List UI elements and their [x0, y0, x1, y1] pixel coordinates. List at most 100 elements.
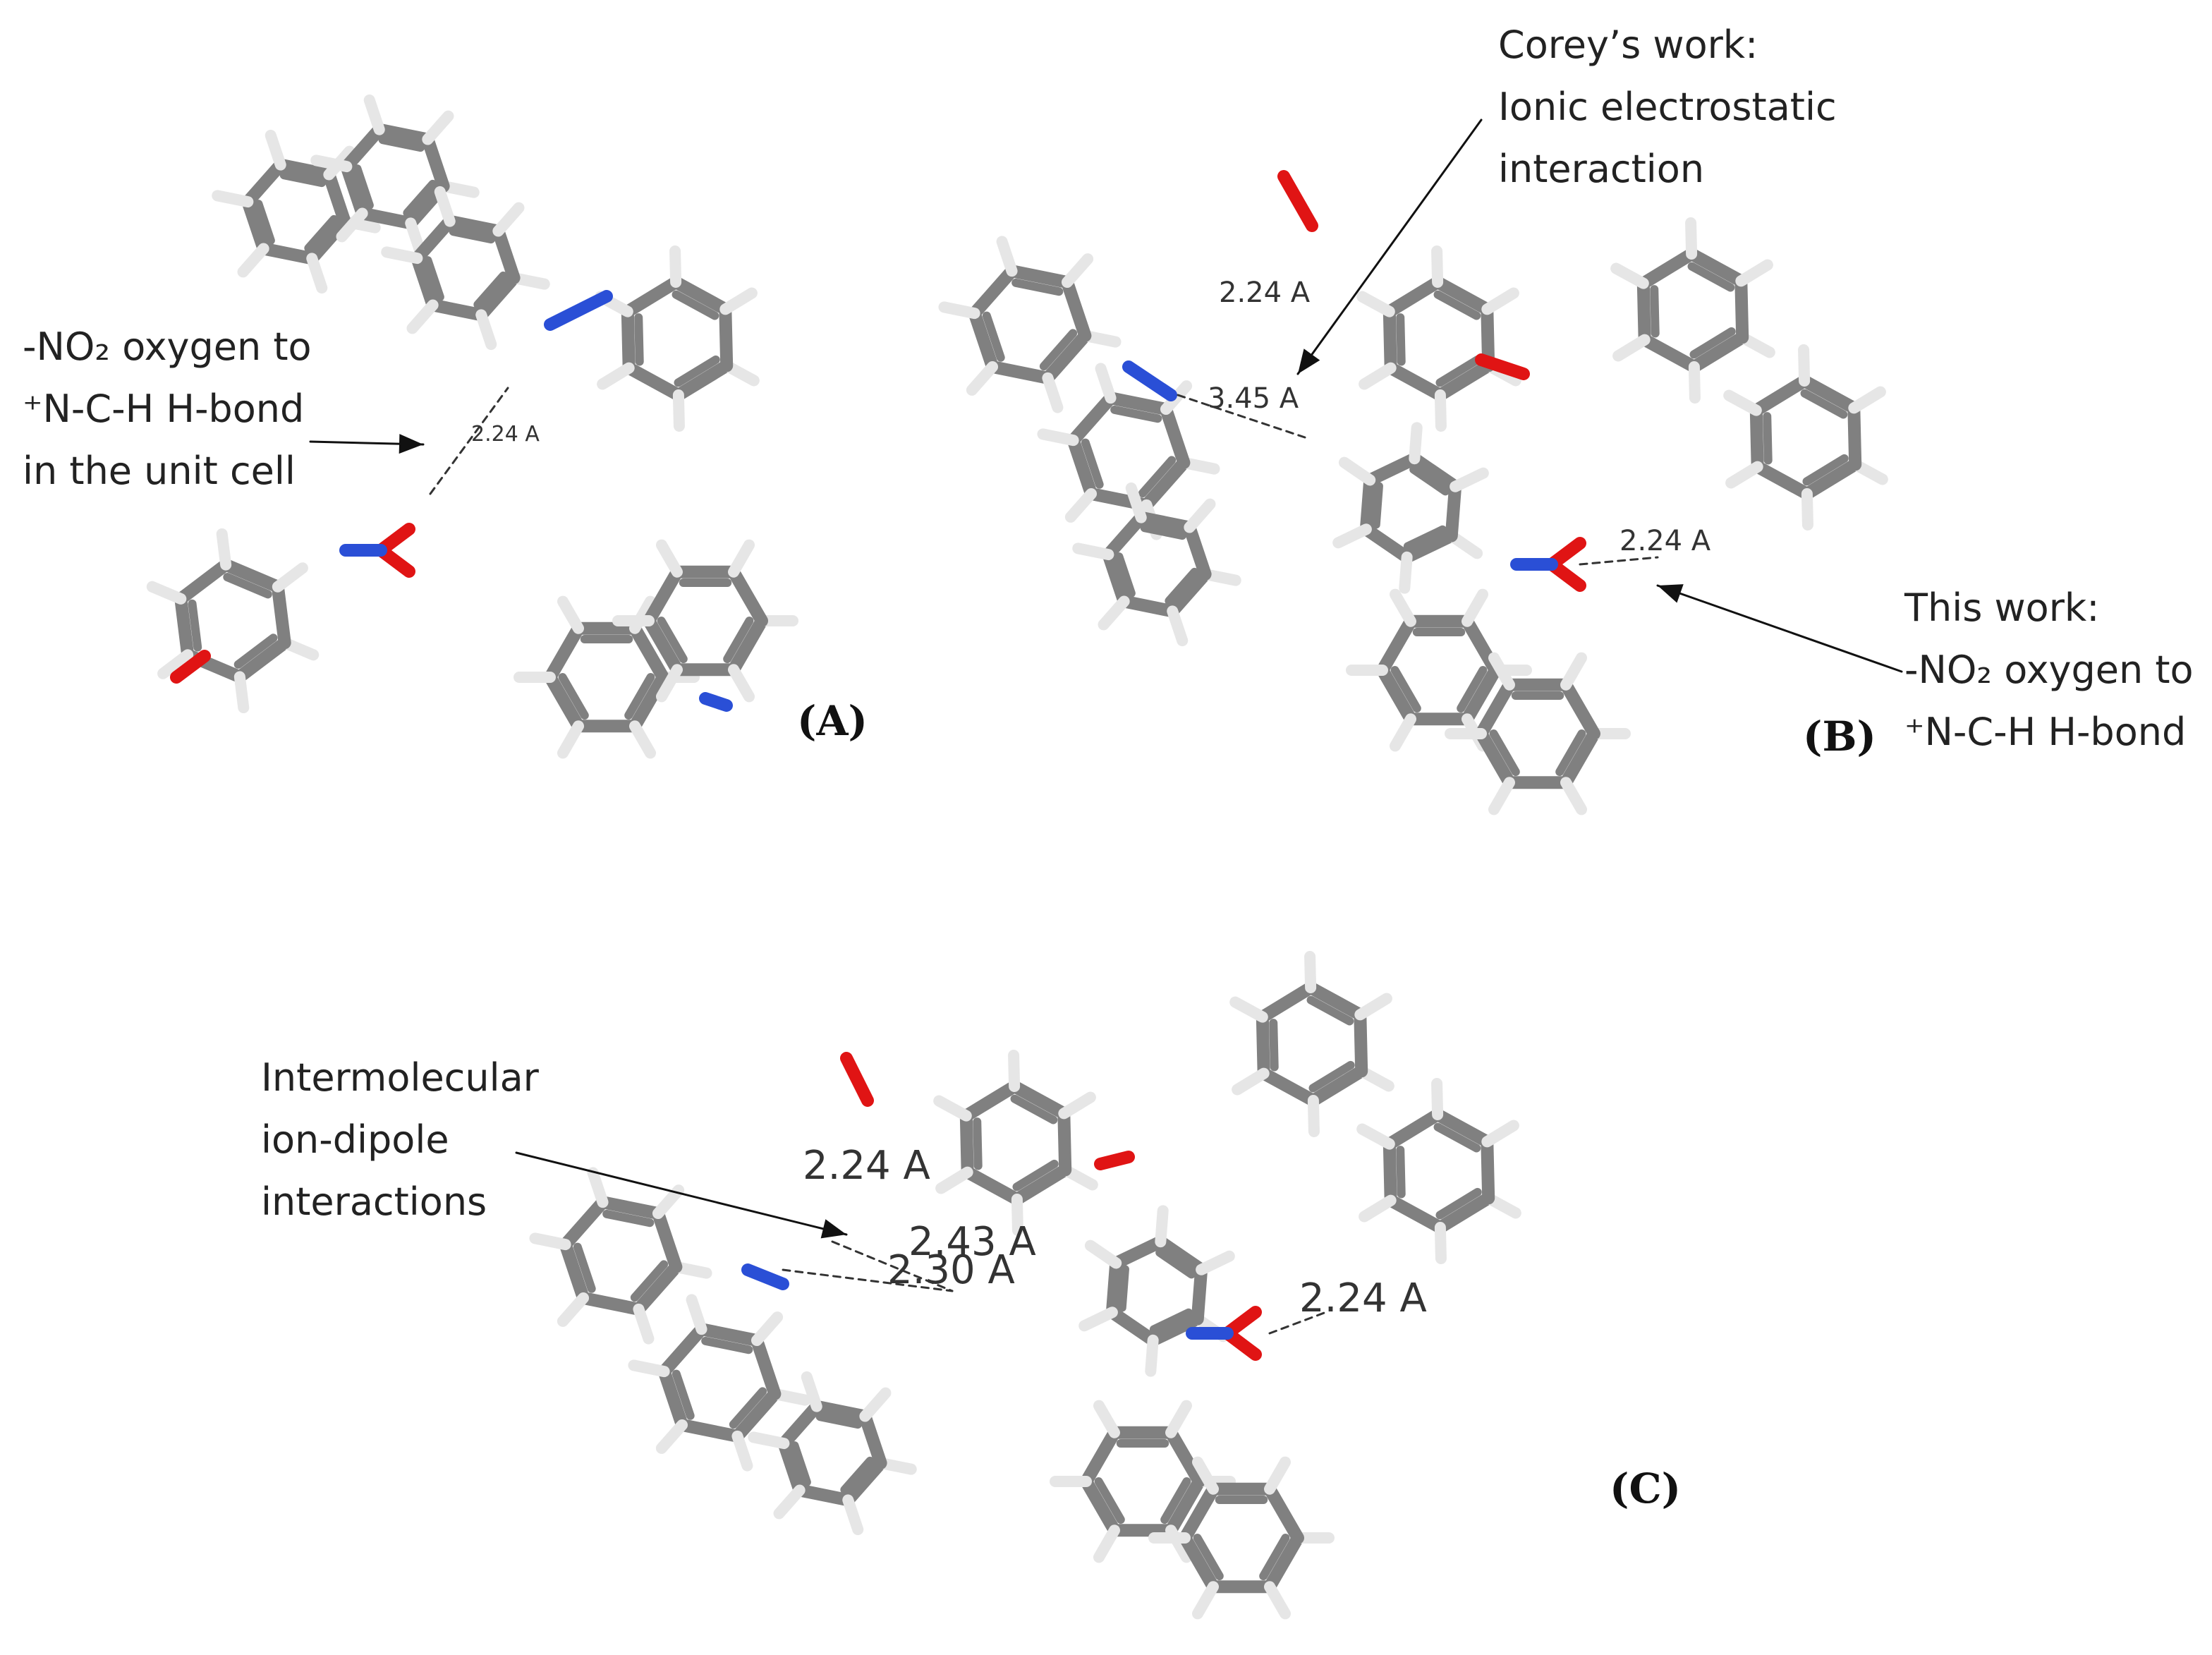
c-ring-6-aromatic	[1435, 1187, 1482, 1220]
a-ring-5-bond	[628, 622, 669, 684]
b-ring-1-bond	[968, 265, 1019, 320]
b-ring-8-bond	[1475, 727, 1516, 789]
b-ring-5-aromatic	[1650, 285, 1660, 338]
a-ring-5-h-bond	[557, 720, 584, 759]
annotation-this-work: This work: -NO₂ oxygen to ⁺N-C-H H-bond	[1904, 577, 2194, 763]
c-ring-7-h-bond	[1145, 1334, 1159, 1377]
c-ring-9-bond	[1263, 1532, 1304, 1594]
annotation-a-line-2: ⁺N-C-H H-bond	[23, 387, 305, 431]
a-ring-7-bond	[271, 580, 291, 650]
c-ring-2-bond	[695, 1323, 763, 1347]
b-ring-5-bond	[1734, 274, 1749, 344]
a-ring-4-bond	[622, 361, 685, 401]
annotation-a-line-3: in the unit cell	[23, 449, 296, 493]
c-ring-5-h-bond	[1354, 993, 1392, 1021]
c-ring-7-aromatic	[1149, 1308, 1193, 1334]
b-ring-4-bond	[1431, 276, 1494, 316]
b-ring-5-aromatic	[1687, 262, 1735, 292]
a-ring-3-aromatic	[473, 271, 508, 309]
a-quin-n	[699, 692, 733, 712]
b-ring-2-h-bond	[1064, 487, 1098, 523]
b-ring-8-h-bond	[1560, 777, 1587, 816]
b-ring-8-h-bond	[1488, 652, 1515, 691]
c-ring-7-bond	[1146, 1312, 1204, 1347]
c-ring-4-aromatic	[973, 1117, 983, 1170]
c-ring-1-h-bond	[529, 1232, 571, 1251]
c-ring-5-aromatic	[1306, 995, 1354, 1026]
b-ring-4-h-bond	[1356, 291, 1395, 317]
b-ring-2-h-bond	[1037, 428, 1079, 447]
b-ring-5-aromatic	[1689, 327, 1736, 359]
c-ring-2-h-bond	[731, 1430, 753, 1472]
c-ring-7-h-bond	[1155, 1205, 1169, 1248]
annotation-arrows	[309, 119, 1903, 1239]
c-ring-6-bond	[1382, 1137, 1397, 1207]
c-ring-2-h-bond	[686, 1294, 707, 1335]
b-ring-5-h-bond	[1610, 262, 1649, 289]
b-ring-1-bond	[1041, 329, 1092, 384]
arrow-this-work-head	[1658, 584, 1684, 603]
c-ring-7-aromatic	[1155, 1248, 1196, 1279]
c-ring-6-aromatic	[1433, 1122, 1481, 1153]
c-ring-8-bond	[1080, 1426, 1121, 1488]
b-ring-1-h-bond	[1061, 253, 1094, 289]
distance-label-b-ionic: 3.45 A	[1208, 382, 1299, 415]
c-ring-8-bond	[1165, 1426, 1205, 1488]
b-ring-3-aromatic	[1114, 552, 1136, 598]
annotation-ion-dipole: Intermolecular ion-dipole interactions	[261, 1047, 539, 1233]
a-ring-3-bond	[426, 298, 488, 322]
a-ring-4-bond	[621, 276, 683, 318]
c-ring-4-bond	[961, 1165, 1023, 1206]
b-ring-6-bond	[1847, 401, 1862, 471]
a-ring-7-h-bond	[146, 581, 187, 605]
b-ring-1-h-bond	[938, 301, 980, 320]
annotation-this-work-line-2: -NO₂ oxygen to	[1904, 648, 2194, 692]
a-ring-4-aromatic	[674, 355, 720, 387]
c-ring-7-bond	[1110, 1235, 1167, 1270]
carbon-bonds	[146, 94, 1888, 1620]
a-ring-4-bond	[672, 359, 734, 401]
b-oh-bond	[1475, 353, 1530, 380]
a-ring-2-h-bond	[422, 110, 454, 145]
b-ring-7-aromatic	[1390, 666, 1421, 713]
a-ring-2-h-bond	[363, 94, 385, 135]
b-ring-1-h-bond	[1042, 372, 1064, 413]
b-ring-9-aromatic	[1409, 465, 1450, 496]
c-hbond-dash	[1268, 1311, 1327, 1335]
b-ring-3-bond	[1183, 521, 1212, 581]
a-ring-6-bond	[643, 565, 683, 627]
c-ring-7-aromatic	[1117, 1265, 1129, 1312]
c-ion-dash-1	[831, 1240, 954, 1292]
c-ring-3-bond	[793, 1484, 855, 1507]
c-ring-7-bond	[1105, 1306, 1160, 1347]
b-ring-6-h-bond	[1725, 461, 1763, 489]
b-ring-2-aromatic	[1081, 438, 1104, 489]
b-ring-3-aromatic	[1140, 523, 1187, 540]
c-ring-4-bond	[1008, 1080, 1071, 1120]
a-ring-1-aromatic	[304, 214, 339, 253]
a-ring-3-bond	[411, 214, 456, 265]
b-ring-2-aromatic	[1110, 405, 1162, 423]
c-ring-9-h-bond	[1192, 1581, 1219, 1620]
a-ring-4-h-bond	[597, 362, 635, 390]
b-ring-7-h-bond	[1462, 588, 1488, 627]
a-ring-6-bond	[727, 565, 768, 627]
b-ring-9-h-bond	[1338, 456, 1376, 486]
distance-label-b-hbond: 2.24 A	[1620, 525, 1711, 557]
panel-label-a: (A)	[797, 697, 868, 745]
b-ring-3-bond	[1117, 595, 1179, 618]
a-ring-7-bond	[219, 558, 284, 593]
b-ring-7-bond	[1461, 664, 1502, 726]
b-ring-9-bond	[1408, 452, 1462, 493]
c-ion-dash-2	[782, 1268, 954, 1292]
b-ring-1-bond	[1060, 276, 1092, 342]
b-ring-6-h-bond	[1801, 487, 1813, 531]
b-ring-3-bond	[1166, 567, 1212, 618]
a-ring-4-h-bond	[669, 245, 682, 289]
c-ring-7-bond	[1154, 1235, 1208, 1276]
b-ring-8-h-bond	[1488, 777, 1515, 816]
b-ring-1-bond	[1005, 265, 1074, 289]
b-ring-2-bond	[1140, 456, 1191, 511]
b-ring-9-aromatic	[1371, 482, 1383, 529]
